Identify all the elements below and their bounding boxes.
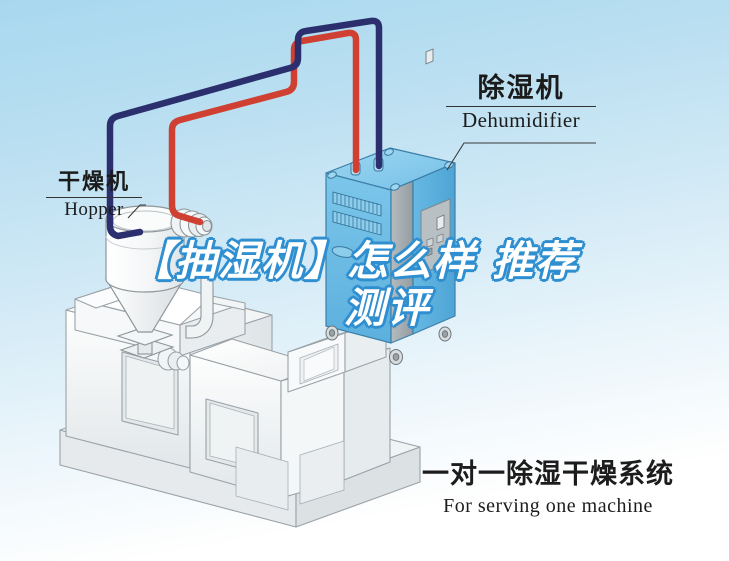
digital-display-1 xyxy=(425,48,434,65)
front-emblem xyxy=(331,246,355,258)
label-hopper-en: Hopper xyxy=(64,199,124,220)
hopper-return-duct xyxy=(181,247,214,339)
caption-en: For serving one machine xyxy=(443,495,653,517)
label-dehumidifier-rule xyxy=(446,106,596,107)
label-dehumidifier-cn: 除湿机 xyxy=(477,73,565,104)
dehumidifier-unit xyxy=(325,48,456,365)
label-dehumidifier: 除湿机 Dehumidifier xyxy=(446,66,596,133)
control-panel xyxy=(420,48,451,275)
dehumidifier-leader-line xyxy=(446,142,596,171)
label-dehumidifier-en: Dehumidifier xyxy=(462,108,580,132)
caption-cn: 一对一除湿干燥系统 xyxy=(422,459,674,490)
hopper-dryer xyxy=(104,205,214,359)
caption: 一对一除湿干燥系统 For serving one machine xyxy=(398,452,698,518)
injection-nozzle xyxy=(157,347,190,371)
label-hopper: 干燥机 Hopper xyxy=(46,164,142,221)
return-air-pipe xyxy=(106,17,383,240)
supply-air-pipe xyxy=(168,29,360,226)
digital-display-2 xyxy=(436,214,445,231)
hopper-leader-line xyxy=(127,204,146,219)
casters xyxy=(325,325,452,365)
label-hopper-cn: 干燥机 xyxy=(57,170,130,195)
label-hopper-rule xyxy=(46,197,142,198)
